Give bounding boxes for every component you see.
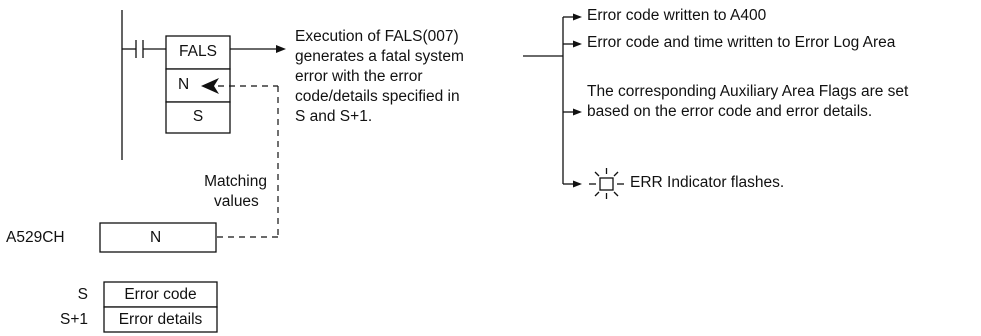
n-arrow-head (201, 78, 219, 94)
branch-4-arrow (573, 180, 582, 188)
description-line-1: Execution of FALS(007) (295, 28, 459, 45)
s-box (165, 101, 231, 134)
fals-label: FALS (179, 43, 217, 60)
result-flags-line-2: based on the error code and error detail… (587, 103, 873, 120)
description-line-2: generates a fatal system (295, 48, 464, 65)
row-error-code (103, 281, 218, 308)
branch-3-arrow (573, 108, 582, 116)
a529-n-label: N (150, 229, 162, 246)
description-line-4: code/details specified in (295, 88, 460, 105)
matching-label-1: Matching (204, 173, 267, 190)
fals-arrow-head (276, 45, 286, 53)
row-error-details (103, 306, 218, 333)
result-error-log: Error code and time written to Error Log… (587, 34, 896, 51)
fals-box (165, 35, 231, 70)
a529-box (99, 222, 217, 253)
n-label: N (178, 76, 190, 93)
row-label-s-plus-1: S+1 (59, 311, 88, 328)
row-value-error-code: Error code (124, 286, 197, 303)
branch-2-arrow (573, 40, 582, 48)
result-a400: Error code written to A400 (587, 7, 767, 24)
branch-1-arrow (573, 13, 582, 21)
row-value-error-details: Error details (118, 311, 203, 328)
result-err-indicator: ERR Indicator flashes. (630, 174, 785, 191)
result-flags-line-1: The corresponding Auxiliary Area Flags a… (587, 83, 909, 100)
matching-label-2: values (214, 193, 259, 210)
description-line-3: error with the error (295, 68, 423, 85)
a529ch-label: A529CH (6, 229, 65, 246)
s-label: S (192, 108, 204, 125)
row-label-s: S (77, 286, 88, 303)
description-line-5: S and S+1. (295, 108, 373, 125)
flashing-indicator-icon (589, 168, 624, 199)
